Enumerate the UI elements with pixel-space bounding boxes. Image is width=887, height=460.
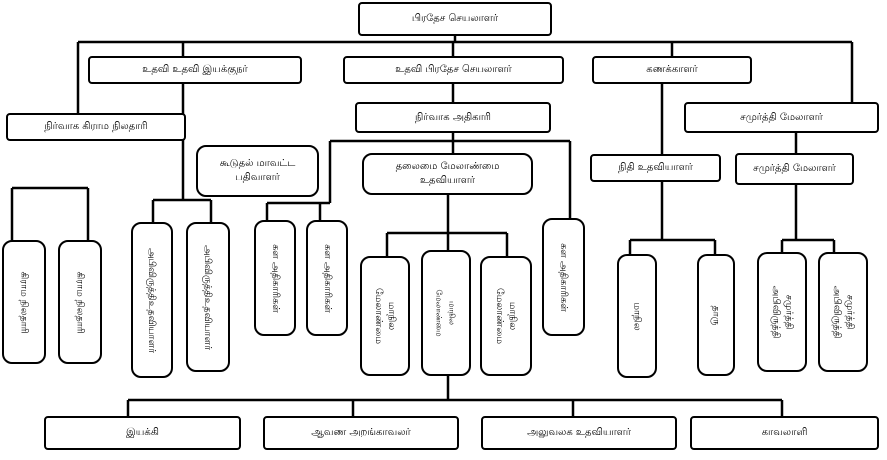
office-assistant-box: அலுவலக உதவியாளர் <box>481 416 677 450</box>
accountant-box: கணக்காளர் <box>592 56 752 84</box>
dharu-label: தாரு <box>710 305 722 325</box>
gn-officer-2-label: கிராம நிலதாரி <box>74 270 86 334</box>
gn-officer-2-box: கிராம நிலதாரி <box>58 240 102 364</box>
divisional-secretary-label: பிரதேச செயலாளர் <box>411 13 499 24</box>
state-management-2-box: மாநில மேலாண்மை <box>421 250 471 376</box>
dev-assistant-1-label: அபிவிருத்திஉதவியாளர் <box>146 247 158 353</box>
records-keeper-label: ஆவண அறங்காவலர் <box>311 427 411 438</box>
state-management-1-box: மாநில மேலாண்மை <box>360 256 410 376</box>
gn-officer-1-box: கிராம நிலதாரி <box>2 240 46 364</box>
samurdhi-dev-1-label: சமுர்த்தி அபிவிருத்தி <box>770 285 794 339</box>
head-management-box: தலைமை மேலாண்மை உதவியாளர் <box>362 153 533 195</box>
samurdhi-dev-2-box: சமுர்த்தி அபிவிருத்தி <box>818 252 868 372</box>
divisional-secretary-box: பிரதேச செயலாளர் <box>358 2 552 36</box>
state-box: மாநில <box>617 254 657 378</box>
samurdhi-manager-2-label: சமுர்த்தி மேலாளர் <box>753 163 836 174</box>
typist-label: இயக்கி <box>126 427 159 438</box>
office-assistant-label: அலுவலக உதவியாளர் <box>527 427 631 438</box>
typist-box: இயக்கி <box>44 416 241 450</box>
finance-assistant-label: நிதி உதவியாளர் <box>618 162 693 173</box>
samurdhi-manager-2-box: சமுர்த்தி மேலாளர் <box>735 153 854 185</box>
samurdhi-dev-1-box: சமுர்த்தி அபிவிருத்தி <box>757 252 807 372</box>
samurdhi-manager-box: சமுர்த்தி மேலாளர் <box>684 102 879 133</box>
dev-assistant-2-label: அபிவிருத்திஉதவியாளர் <box>202 244 214 350</box>
records-keeper-box: ஆவண அறங்காவலர் <box>263 416 459 450</box>
admin-officer-box: நிர்வாக அதிகாரி <box>355 102 551 133</box>
state-management-3-box: மாநில மேலாண்மை <box>480 256 532 376</box>
admin-officer-label: நிர்வாக அதிகாரி <box>414 111 491 123</box>
gn-officer-1-label: கிராம நிலதாரி <box>18 270 30 334</box>
field-officer-2-box: கள அதிகாரிகள் <box>306 220 348 336</box>
field-officer-2-label: கள அதிகாரிகள் <box>321 243 333 313</box>
state-label: மாநில <box>631 301 643 331</box>
samurdhi-manager-label: சமுர்த்தி மேலாளர் <box>740 111 823 123</box>
assistant-secretary-box: உதவி பிரதேச செயலாளர் <box>343 56 564 84</box>
state-management-3-label: மாநில மேலாண்மை <box>494 288 518 344</box>
watchman-box: காவலாளி <box>690 416 879 450</box>
registrar-box: கூடுதல் மாவட்ட பதிவாளர் <box>196 145 319 197</box>
field-officer-1-label: கள அதிகாரிகள் <box>269 243 281 313</box>
state-management-1-label: மாநில மேலாண்மை <box>373 288 397 344</box>
gn-admin-box: நிர்வாக கிராம நிலதாரி <box>6 113 186 141</box>
accountant-label: கணக்காளர் <box>646 64 698 75</box>
dev-assistant-2-box: அபிவிருத்திஉதவியாளர் <box>186 222 230 372</box>
registrar-label: கூடுதல் மாவட்ட பதிவாளர் <box>219 158 296 183</box>
finance-assistant-box: நிதி உதவியாளர் <box>590 154 721 182</box>
head-management-label: தலைமை மேலாண்மை உதவியாளர் <box>395 161 500 186</box>
assistant-director-label: உதவி உதவி இயக்குநர் <box>142 64 248 75</box>
watchman-label: காவலாளி <box>761 427 808 438</box>
assistant-secretary-label: உதவி பிரதேச செயலாளர் <box>395 64 512 75</box>
field-officer-1-box: கள அதிகாரிகள் <box>254 220 296 336</box>
assistant-director-box: உதவி உதவி இயக்குநர் <box>88 56 302 84</box>
field-officer-3-label: கள அதிகாரிகள் <box>558 242 570 312</box>
dev-assistant-1-box: அபிவிருத்திஉதவியாளர் <box>131 222 173 378</box>
state-management-2-label: மாநில மேலாண்மை <box>435 289 457 337</box>
gn-admin-label: நிர்வாக கிராம நிலதாரி <box>44 121 148 132</box>
samurdhi-dev-2-label: சமுர்த்தி அபிவிருத்தி <box>831 285 855 339</box>
field-officer-3-box: கள அதிகாரிகள் <box>542 218 585 336</box>
dharu-box: தாரு <box>697 254 735 376</box>
